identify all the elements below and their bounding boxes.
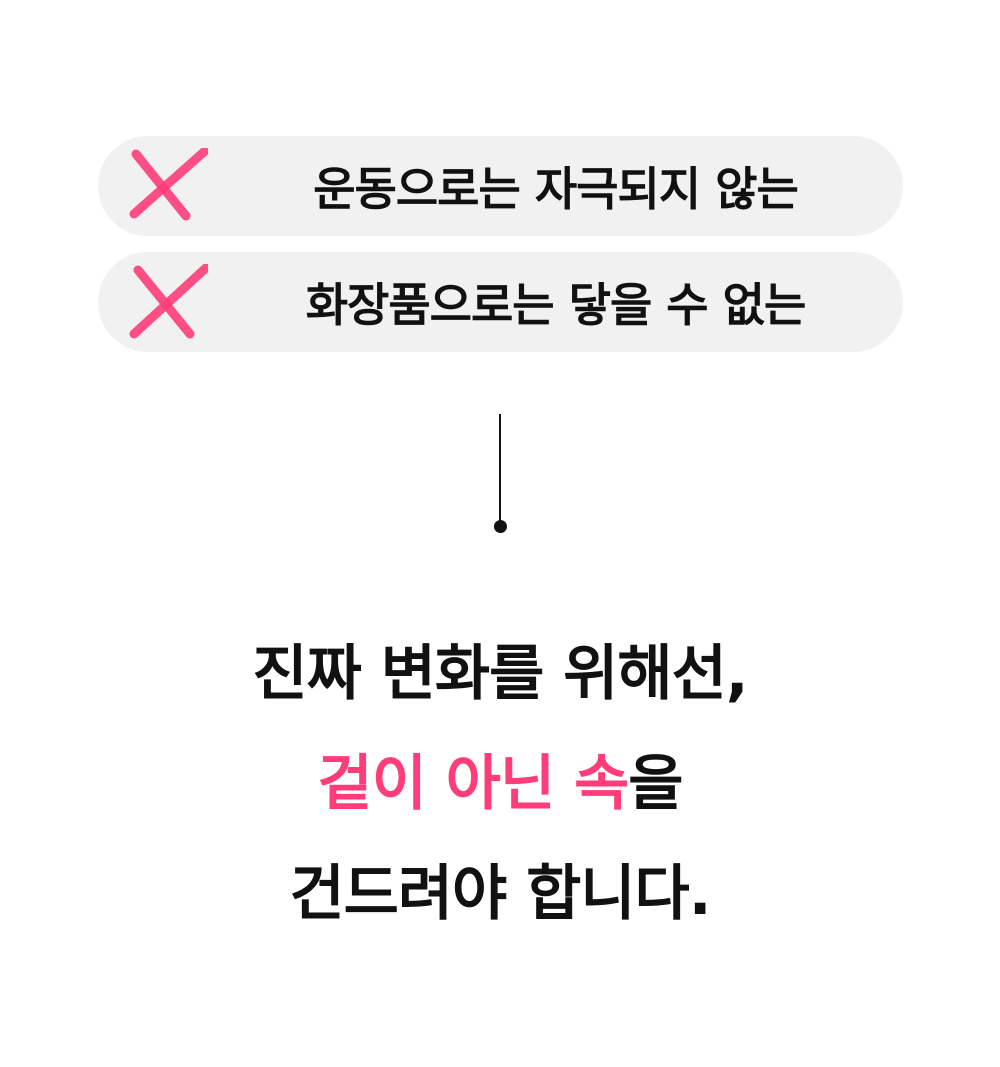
headline-line-3: 건드려야 합니다.	[289, 859, 711, 929]
headline-line-2: 겉이 아닌 속을	[0, 735, 1000, 822]
connector-line	[499, 414, 501, 526]
headline-line-2-rest: 을	[628, 749, 683, 819]
pill-text: 화장품으로는 닿을 수 없는	[305, 278, 807, 332]
pill-text: 운동으로는 자극되지 않는	[313, 162, 799, 216]
x-mark-icon	[129, 148, 208, 221]
headline-line-1: 진짜 변화를 위해선,	[252, 639, 748, 709]
x-mark-icon	[129, 264, 208, 339]
connector-dot	[494, 520, 507, 533]
negative-point-pill: 화장품으로는 닿을 수 없는	[98, 252, 903, 352]
headline-highlight: 겉이 아닌 속	[317, 749, 630, 819]
negative-point-pill: 운동으로는 자극되지 않는	[98, 136, 903, 236]
